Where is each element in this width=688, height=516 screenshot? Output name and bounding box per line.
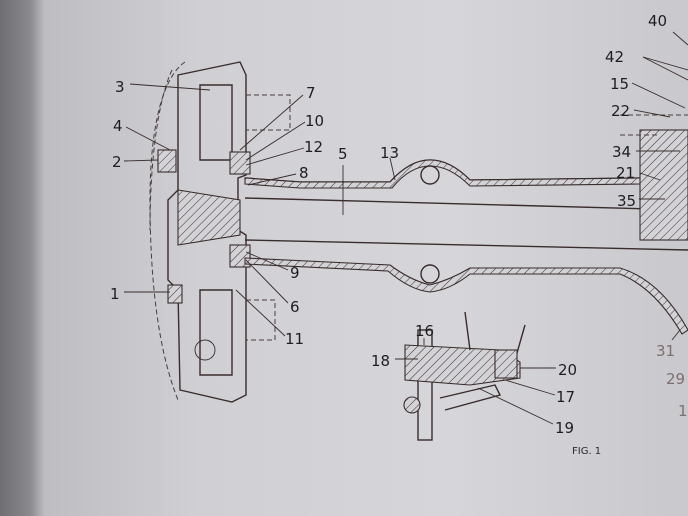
label-42: 42 (605, 48, 624, 66)
label-9: 9 (290, 264, 300, 282)
label-7: 7 (306, 84, 316, 102)
label-40: 40 (648, 12, 667, 30)
label-16: 16 (415, 322, 434, 340)
label-29: 29 (666, 370, 685, 388)
label-18: 18 (371, 352, 390, 370)
label-21: 21 (616, 164, 635, 182)
label-13: 13 (380, 144, 399, 162)
leader-lines (123, 31, 688, 425)
label-17: 17 (556, 388, 575, 406)
axle-tube (244, 114, 688, 335)
brake-drum-housing (149, 61, 291, 403)
label-6: 6 (290, 298, 300, 316)
label-35: 35 (617, 192, 636, 210)
label-5: 5 (338, 145, 348, 163)
label-22: 22 (611, 102, 630, 120)
spring-seat-detail (403, 311, 526, 441)
label-14: 14 (678, 402, 688, 420)
label-34: 34 (612, 143, 631, 161)
label-11: 11 (285, 330, 304, 348)
label-8: 8 (299, 164, 309, 182)
label-10: 10 (305, 112, 324, 130)
label-15: 15 (610, 75, 629, 93)
label-1: 1 (110, 285, 120, 303)
label-4: 4 (113, 117, 123, 135)
figure-caption: FIG. 1 (572, 446, 601, 457)
label-20: 20 (558, 361, 577, 379)
part-number-labels: 40 42 15 22 34 21 35 31 29 14 3 4 2 7 10… (110, 12, 688, 457)
label-12: 12 (304, 138, 323, 156)
label-31: 31 (656, 342, 675, 360)
label-3: 3 (115, 78, 125, 96)
label-2: 2 (112, 153, 122, 171)
label-19: 19 (555, 419, 574, 437)
